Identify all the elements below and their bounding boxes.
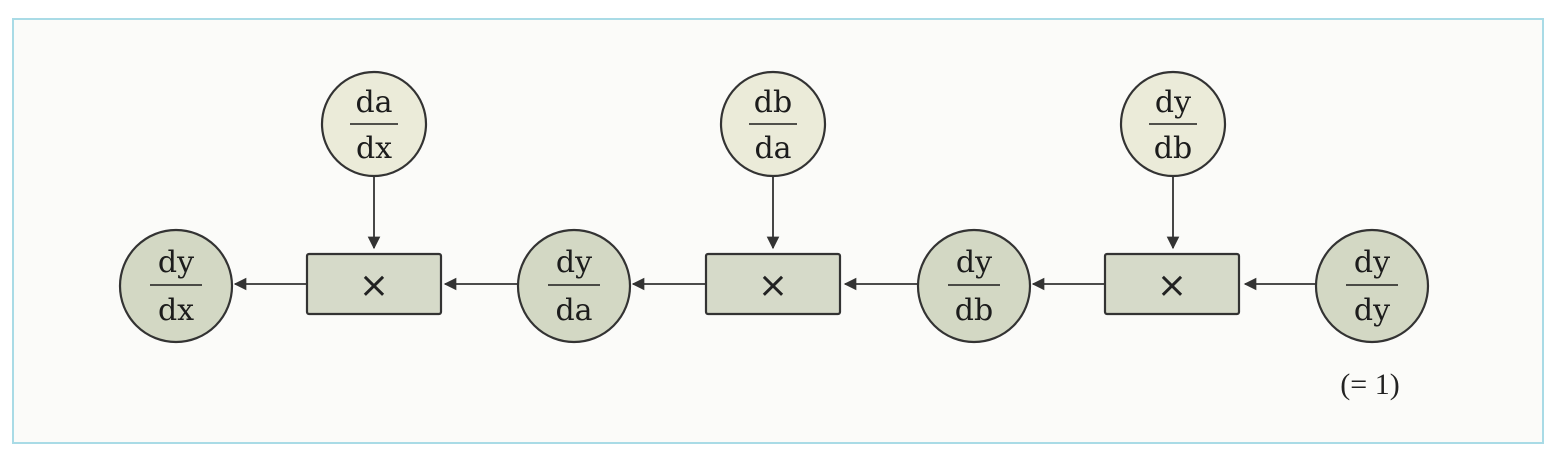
node-denominator: da xyxy=(754,131,791,166)
node-dy-dy: dy dy xyxy=(1314,228,1430,344)
node-da-dx: da dx xyxy=(320,70,428,178)
node-denominator: db xyxy=(955,293,993,328)
mult-box-2: × xyxy=(704,252,842,316)
node-denominator: dx xyxy=(356,131,392,166)
node-dy-dx: dy dx xyxy=(118,228,234,344)
node-db-da: db da xyxy=(719,70,827,178)
node-numerator: dy xyxy=(556,245,592,280)
mult-box-1: × xyxy=(305,252,443,316)
node-numerator: db xyxy=(754,85,792,120)
node-dy-da: dy da xyxy=(516,228,632,344)
multiply-icon: × xyxy=(1157,265,1187,306)
equals-one-note: (= 1) xyxy=(1340,368,1399,401)
node-denominator: db xyxy=(1154,131,1192,166)
node-dy-db-top: dy db xyxy=(1119,70,1227,178)
node-denominator: dx xyxy=(158,293,194,328)
node-denominator: da xyxy=(555,293,592,328)
node-denominator: dy xyxy=(1354,293,1390,328)
node-numerator: dy xyxy=(956,245,992,280)
node-numerator: dy xyxy=(1354,245,1390,280)
node-numerator: dy xyxy=(158,245,194,280)
multiply-icon: × xyxy=(359,265,389,306)
node-numerator: dy xyxy=(1155,85,1191,120)
node-dy-db: dy db xyxy=(916,228,1032,344)
multiply-icon: × xyxy=(758,265,788,306)
mult-box-3: × xyxy=(1103,252,1241,316)
node-numerator: da xyxy=(355,85,392,120)
